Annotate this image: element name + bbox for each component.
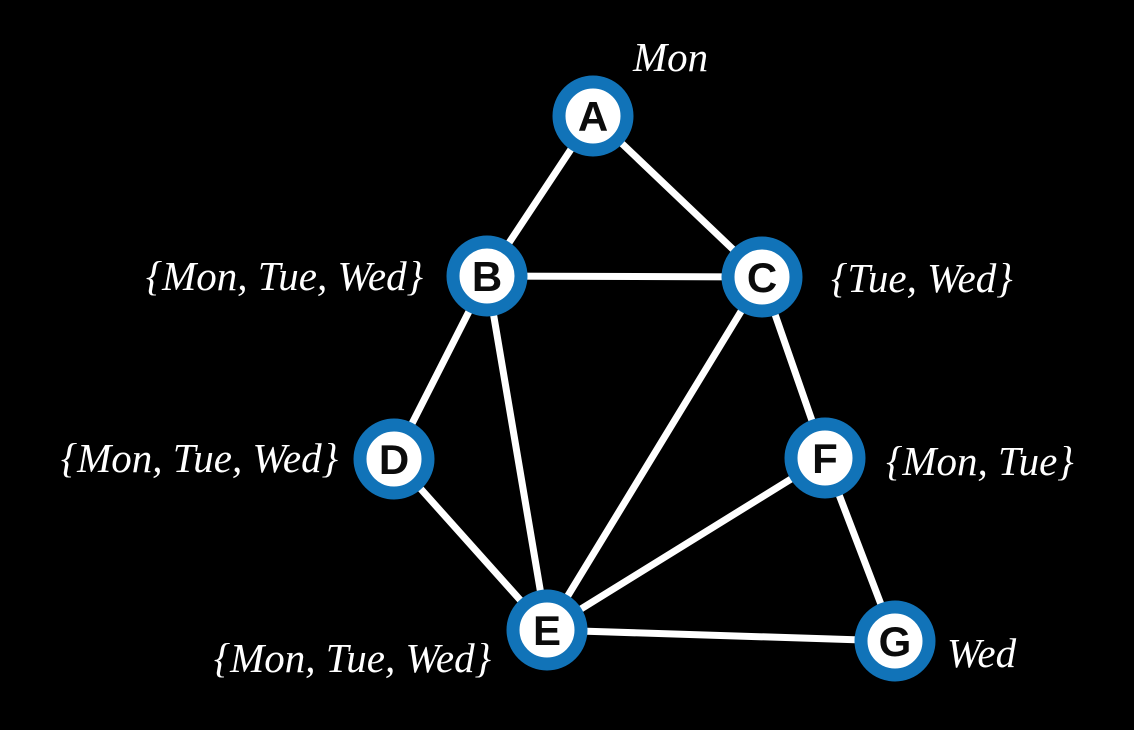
domain-label-A: Mon [632, 34, 708, 80]
node-letter-A: A [578, 93, 608, 140]
node-circle-E [506, 589, 588, 671]
node-letter-B: B [472, 253, 502, 300]
node-F: F [784, 417, 866, 499]
edge-E-F [543, 454, 829, 634]
node-D: D [353, 418, 435, 500]
domain-label-B: {Mon, Tue, Wed} [146, 253, 424, 299]
node-E: E [506, 589, 588, 671]
domain-label-C: {Tue, Wed} [831, 255, 1013, 301]
edge-C-E [543, 273, 766, 634]
edge-B-C [483, 272, 766, 281]
node-letter-E: E [533, 607, 561, 654]
node-circle-G [854, 600, 936, 682]
node-letter-D: D [379, 436, 409, 483]
domain-label-E: {Mon, Tue, Wed} [214, 635, 492, 681]
node-letter-G: G [879, 618, 912, 665]
node-C: C [721, 236, 803, 318]
node-letter-F: F [812, 435, 838, 482]
domain-label-F: {Mon, Tue} [886, 438, 1074, 484]
node-circle-A [552, 75, 634, 157]
node-circle-C [721, 236, 803, 318]
node-circle-F [784, 417, 866, 499]
node-B: B [446, 235, 528, 317]
domain-label-D: {Mon, Tue, Wed} [61, 435, 339, 481]
node-circle-B [446, 235, 528, 317]
node-letter-C: C [747, 254, 777, 301]
edge-E-G [543, 626, 899, 645]
domain-label-G: Wed [947, 630, 1017, 676]
node-A: A [552, 75, 634, 157]
edge-B-E [483, 272, 551, 634]
node-G: G [854, 600, 936, 682]
node-circle-D [353, 418, 435, 500]
